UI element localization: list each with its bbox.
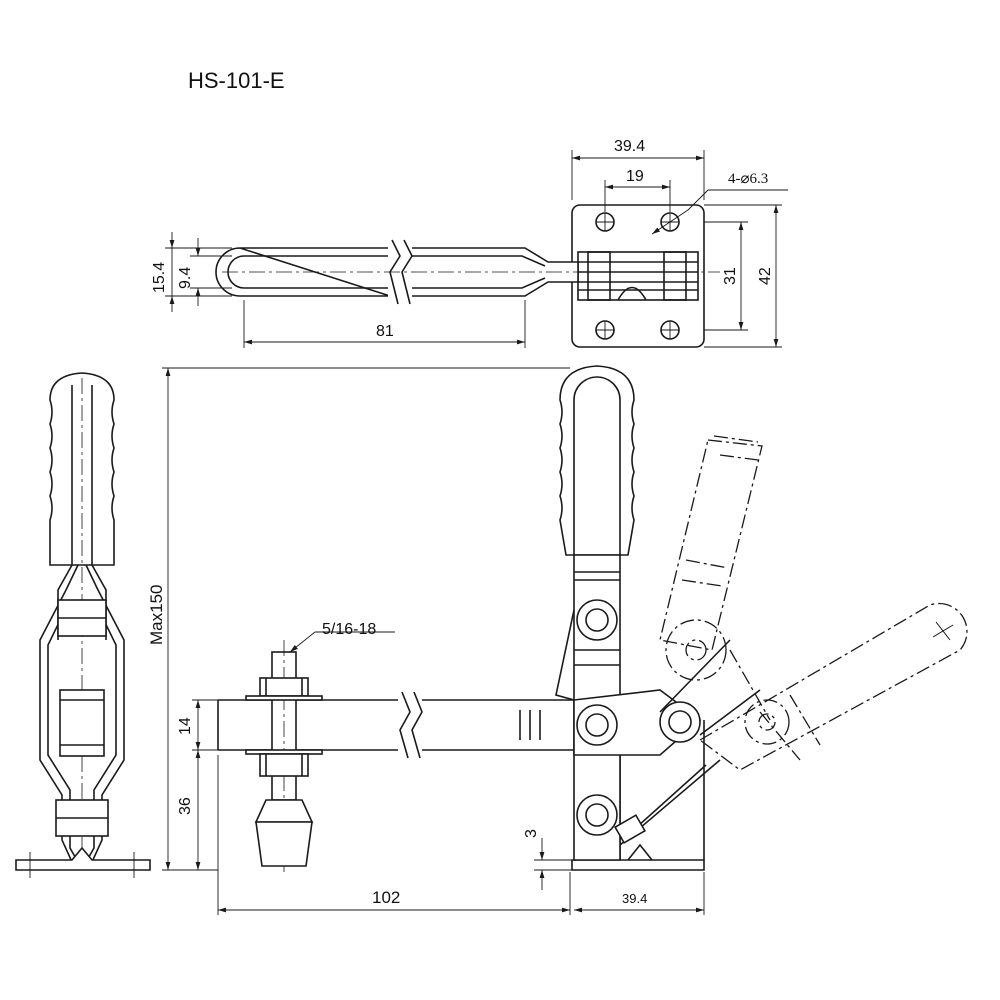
top-view: 39.4 19 4-⌀6.3 31 42 15.4 9.4 81 — [151, 138, 788, 348]
top-handle-loop — [215, 247, 579, 297]
pivot-link — [659, 701, 701, 743]
pivot-upper — [576, 599, 618, 641]
phantom-handle-angled — [698, 602, 968, 771]
nut-lower — [259, 753, 309, 777]
nut-upper — [259, 677, 309, 697]
dim-base-width: 39.4 — [622, 891, 647, 906]
dim-thread: 5/16-18 — [322, 621, 376, 638]
dim-max-height: Max150 — [147, 585, 166, 645]
spindle-tip — [254, 799, 314, 823]
dim-handle-outer: 15.4 — [151, 262, 168, 293]
dim-handle-length: 81 — [376, 323, 394, 340]
dim-reach: 102 — [372, 888, 400, 907]
side-view — [15, 372, 151, 878]
dim-base-gap: 3 — [523, 829, 540, 838]
dim-height-42: 42 — [757, 267, 774, 285]
front-view: 5/16-18 Max150 14 36 3 102 39.4 — [147, 365, 968, 915]
model-title: HS-101-E — [188, 68, 285, 93]
dim-handle-inner: 9.4 — [177, 267, 194, 289]
side-base — [15, 846, 151, 871]
dim-arm-thickness: 14 — [177, 717, 194, 735]
dim-height-31: 31 — [722, 267, 739, 285]
pivot-lower — [576, 794, 618, 836]
pivot-middle — [576, 704, 618, 746]
phantom-handle-open — [659, 439, 763, 651]
front-base — [571, 859, 705, 871]
dim-spindle-height: 36 — [177, 797, 194, 815]
dim-hole-spec: 4-⌀6.3 — [728, 171, 768, 187]
front-handle-grip — [559, 365, 635, 556]
dim-top-width: 39.4 — [614, 138, 645, 155]
dim-hole-spacing: 19 — [626, 168, 644, 185]
